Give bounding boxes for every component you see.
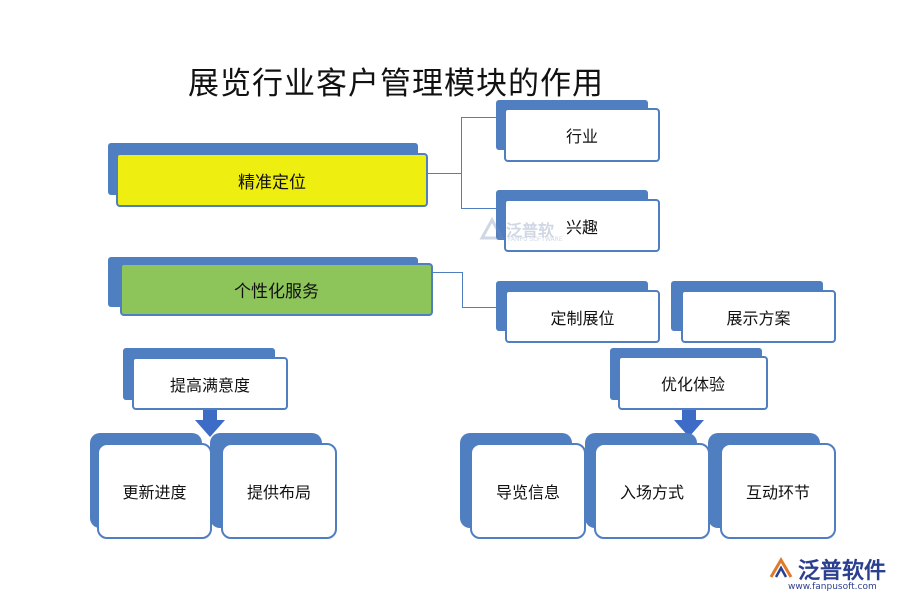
node-guide-info: 导览信息 bbox=[470, 443, 586, 539]
node-personalized-service: 个性化服务 bbox=[120, 263, 433, 316]
brand-url: www.fanpusoft.com bbox=[788, 582, 877, 592]
watermark: 泛普软 FANPU SOFTWARE bbox=[478, 216, 563, 243]
down-arrow-icon bbox=[674, 410, 704, 437]
node-custom-booth: 定制展位 bbox=[505, 290, 660, 343]
node-update-progress: 更新进度 bbox=[97, 443, 212, 539]
node-provide-layout: 提供布局 bbox=[221, 443, 337, 539]
brand-logo: 泛普软件 bbox=[768, 553, 886, 585]
watermark-text: 泛普软 bbox=[506, 221, 555, 240]
connector-line bbox=[461, 117, 496, 118]
node-precise-positioning: 精准定位 bbox=[116, 153, 428, 207]
connector-line bbox=[462, 307, 496, 308]
node-industry: 行业 bbox=[504, 108, 660, 162]
connector-line bbox=[433, 272, 463, 273]
connector-line bbox=[462, 272, 463, 308]
node-entry-method: 入场方式 bbox=[594, 443, 710, 539]
brand-name: 泛普软件 bbox=[798, 559, 887, 584]
connector-line bbox=[428, 173, 462, 174]
node-optimize-experience: 优化体验 bbox=[618, 356, 768, 410]
brand-logo-icon bbox=[769, 557, 793, 578]
node-interaction: 互动环节 bbox=[720, 443, 836, 539]
node-display-plan: 展示方案 bbox=[681, 290, 836, 343]
diagram-title: 展览行业客户管理模块的作用 bbox=[188, 66, 604, 102]
connector-line bbox=[461, 117, 462, 209]
node-improve-satisfaction: 提高满意度 bbox=[132, 357, 288, 410]
node-interest: 兴趣 bbox=[504, 199, 660, 252]
watermark-logo-icon bbox=[479, 216, 505, 240]
watermark-subtext: FANPU SOFTWARE bbox=[508, 236, 563, 243]
connector-line bbox=[461, 208, 496, 209]
down-arrow-icon bbox=[195, 410, 225, 437]
